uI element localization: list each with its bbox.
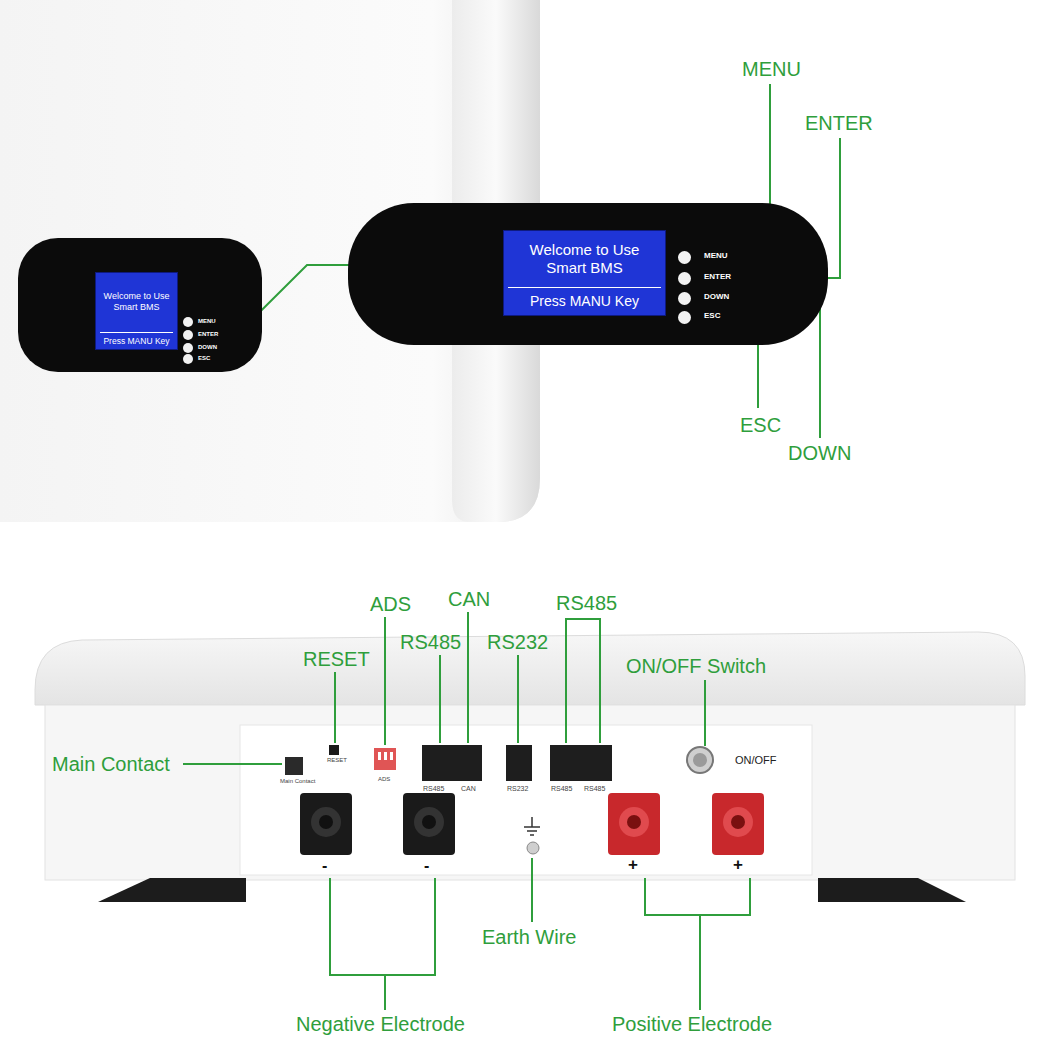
panel-button xyxy=(183,354,193,364)
front-ports xyxy=(285,745,764,855)
callout-label: RESET xyxy=(303,648,370,671)
button-label: DOWN xyxy=(704,293,729,302)
control-panel: MENU ENTER DOWN ESC Welcome to Use Smart BMS… xyxy=(18,238,262,372)
callout-label: DOWN xyxy=(788,442,851,465)
lcd-screen: Welcome to Use Smart BMSPress MANU Key xyxy=(503,230,666,316)
control-panel: MENU ENTER DOWN ESC Welcome to Use Smart BMS… xyxy=(348,203,828,345)
button-label: ESC xyxy=(704,312,720,321)
zoom-connector xyxy=(260,265,354,312)
panel-marking: - xyxy=(424,857,429,875)
panel-marking: CAN xyxy=(461,785,476,793)
panel-button xyxy=(678,251,691,264)
callout-label: ENTER xyxy=(805,112,873,135)
panel-marking: - xyxy=(322,857,327,875)
callout-label: RS232 xyxy=(487,631,548,654)
panel-marking: ADS xyxy=(378,776,390,783)
button-label: ENTER xyxy=(704,273,731,282)
panel-marking: RS232 xyxy=(507,785,528,793)
button-label: DOWN xyxy=(198,344,217,351)
button-label: MENU xyxy=(198,318,216,325)
callout-label: MENU xyxy=(742,58,801,81)
panel-button xyxy=(183,330,193,340)
callout-label: ADS xyxy=(370,593,411,616)
panel-marking: Main Contact xyxy=(280,778,315,785)
callout-label: Negative Electrode xyxy=(296,1013,465,1036)
callout-label: Positive Electrode xyxy=(612,1013,772,1036)
battery-base-unit xyxy=(35,632,1025,902)
panel-button xyxy=(183,317,193,327)
panel-marking: RESET xyxy=(327,757,347,764)
panel-button xyxy=(678,272,691,285)
button-label: ESC xyxy=(198,355,210,362)
lcd-screen: Welcome to Use Smart BMSPress MANU Key xyxy=(95,272,178,350)
panel-marking: ON/OFF xyxy=(735,754,777,767)
panel-marking: + xyxy=(628,855,638,875)
callout-label: RS485 xyxy=(400,631,461,654)
panel-marking: + xyxy=(733,855,743,875)
callout-label: Main Contact xyxy=(52,753,170,776)
callout-label: ESC xyxy=(740,414,781,437)
panel-button xyxy=(678,292,691,305)
panel-marking: RS485 xyxy=(423,785,444,793)
screen-prompt: Press MANU Key xyxy=(96,333,177,349)
callout-label: Earth Wire xyxy=(482,926,576,949)
panel-button xyxy=(183,343,193,353)
callout-label: RS485 xyxy=(556,592,617,615)
leader-lines xyxy=(183,84,840,1010)
screen-prompt: Press MANU Key xyxy=(504,288,665,315)
callout-label: CAN xyxy=(448,588,490,611)
screen-message: Welcome to Use Smart BMS xyxy=(100,273,173,333)
panel-marking: RS485 xyxy=(584,785,605,793)
screen-message: Welcome to Use Smart BMS xyxy=(508,231,661,288)
panel-button xyxy=(678,311,691,324)
panel-marking: RS485 xyxy=(551,785,572,793)
button-label: MENU xyxy=(704,252,728,261)
callout-label: ON/OFF Switch xyxy=(626,655,766,678)
button-label: ENTER xyxy=(198,331,218,338)
